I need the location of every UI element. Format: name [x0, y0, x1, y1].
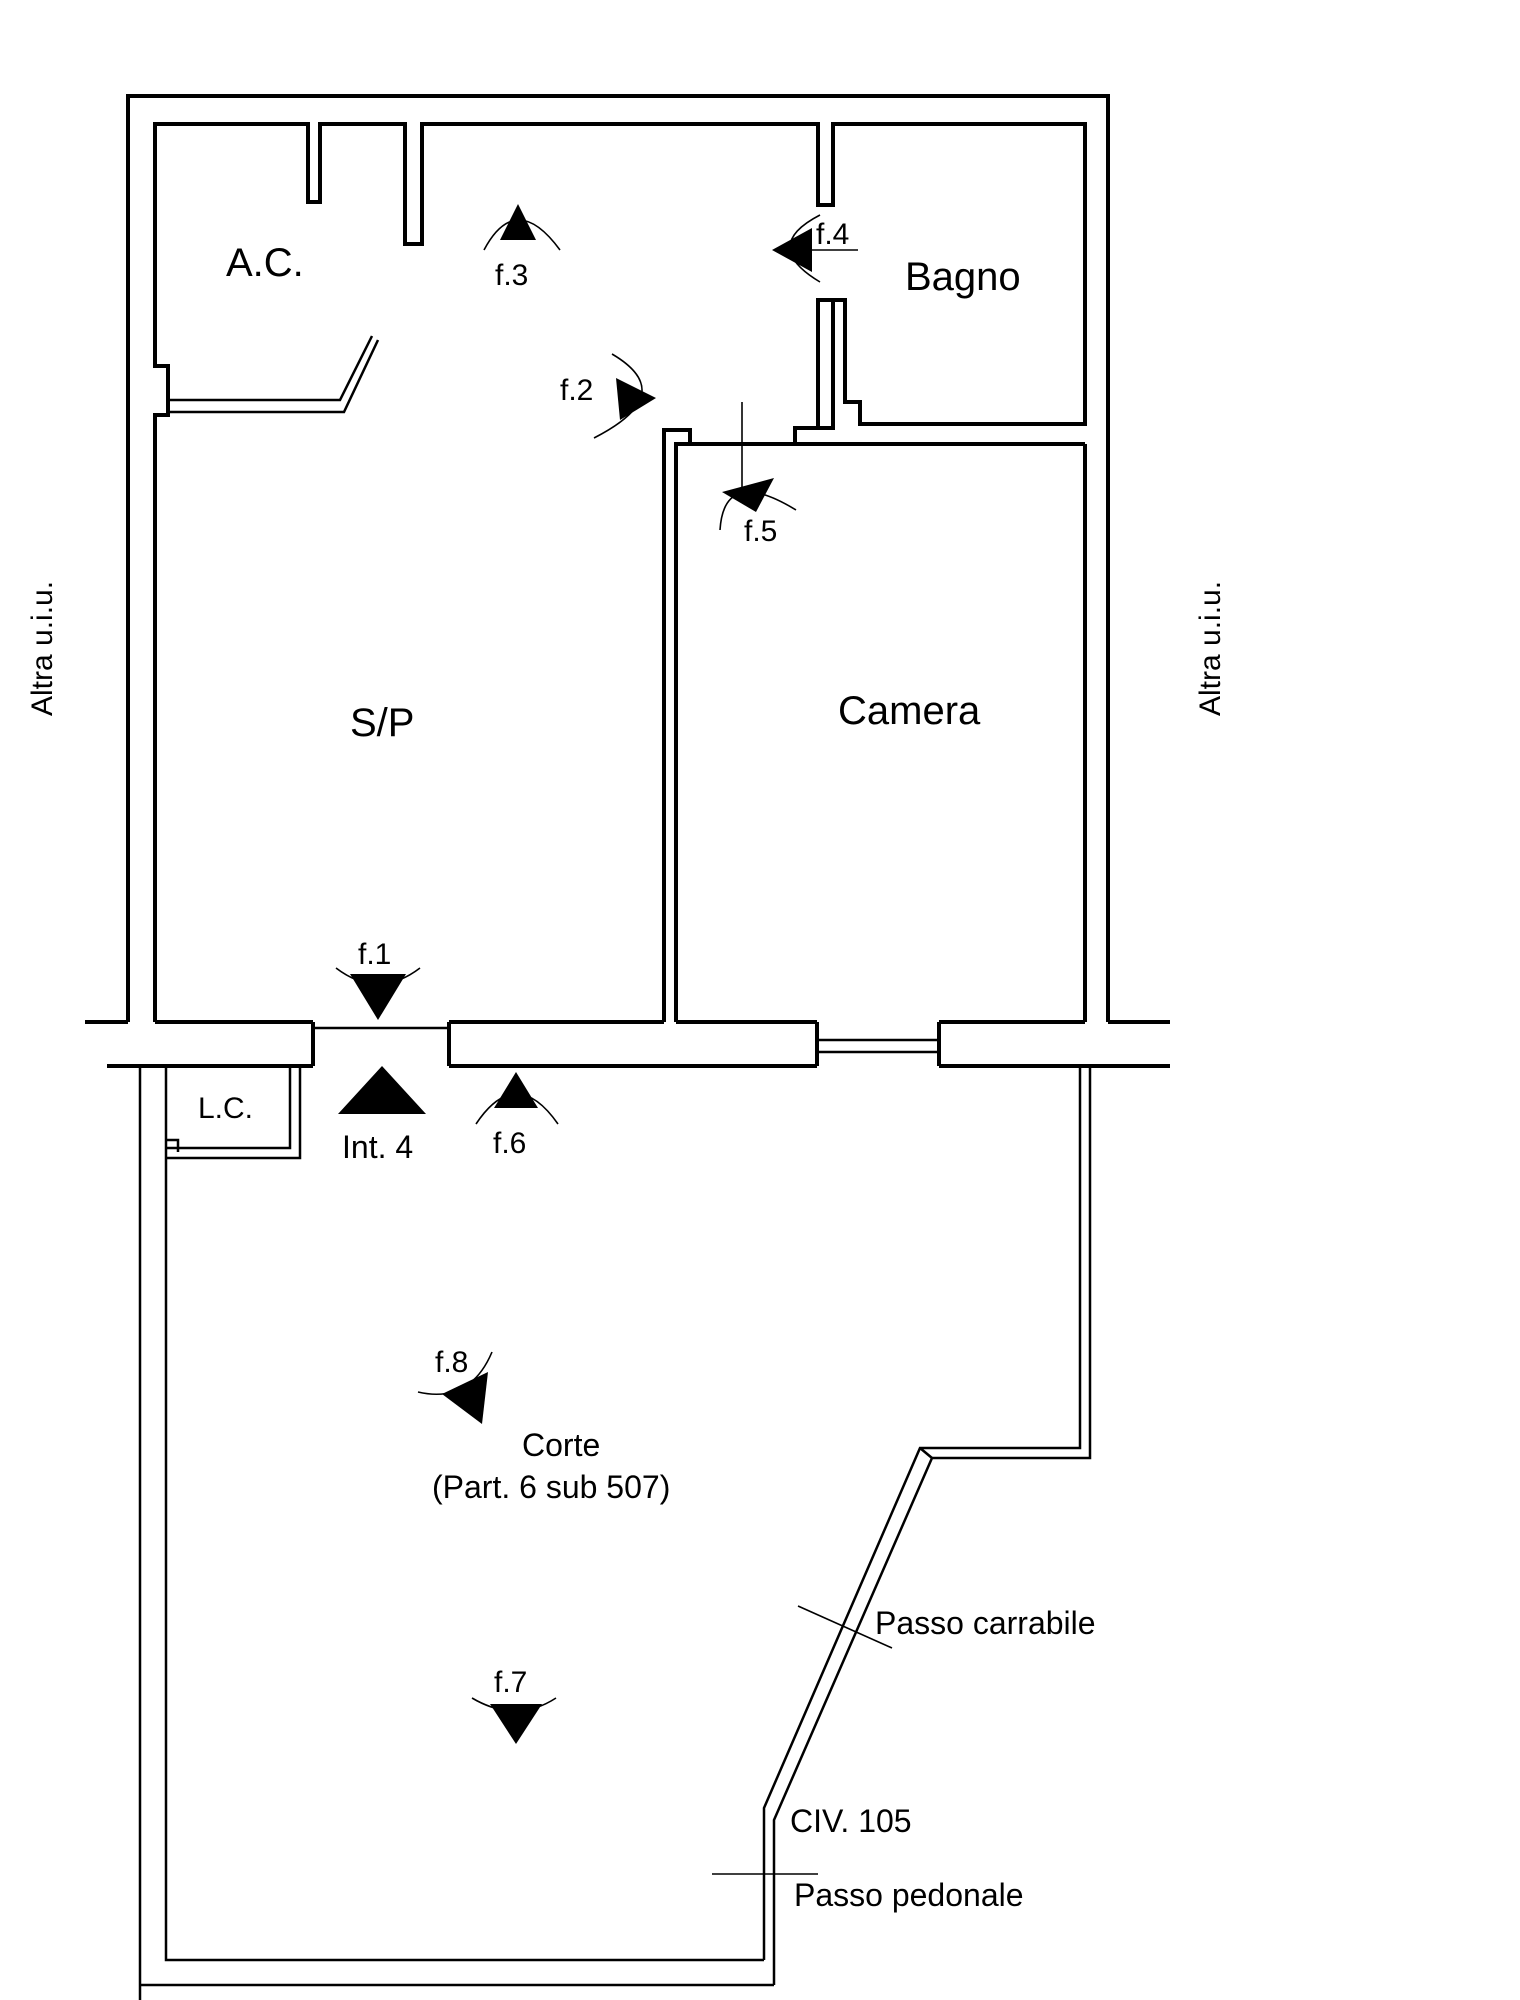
side-label-right: Altra u.i.u.	[1194, 581, 1227, 716]
courtyard-boundary	[138, 1066, 1092, 2000]
photo-label-f3: f.3	[495, 259, 528, 292]
photo-label-f5: f.5	[744, 515, 777, 548]
photo-label-f2: f.2	[560, 374, 593, 407]
room-label-camera: Camera	[838, 689, 981, 733]
side-label-left: Altra u.i.u.	[26, 581, 59, 716]
photo-marker-f2: f.2	[560, 353, 656, 439]
photo-marker-f7: f.7	[471, 1666, 557, 1744]
civic-number-label: CIV. 105	[790, 1803, 912, 1839]
photo-marker-f5: f.5	[719, 402, 797, 548]
photo-marker-f8: f.8	[417, 1346, 493, 1424]
photo-label-f1: f.1	[358, 938, 391, 971]
photo-markers: f.3 f.4 f.2 f.5 f.1	[335, 204, 858, 1744]
courtyard-parcel: (Part. 6 sub 507)	[432, 1469, 670, 1505]
photo-label-f7: f.7	[494, 1666, 527, 1699]
room-labels: A.C. Bagno S/P Camera L.C. Int. 4 Corte …	[26, 241, 1227, 1913]
photo-marker-f4: f.4	[772, 214, 858, 283]
pedestrian-entrance-label: Passo pedonale	[794, 1877, 1024, 1913]
photo-label-f4: f.4	[816, 218, 849, 251]
room-label-bagno: Bagno	[905, 255, 1021, 299]
photo-label-f8: f.8	[435, 1346, 468, 1379]
carriage-entrance-label: Passo carrabile	[875, 1605, 1096, 1641]
room-label-sp: S/P	[350, 701, 414, 745]
building-walls	[85, 94, 1170, 1068]
room-label-lc: L.C.	[198, 1092, 253, 1125]
photo-marker-f6: f.6	[475, 1072, 559, 1160]
entrance-label: Int. 4	[342, 1129, 413, 1165]
entrance-arrow	[338, 1066, 426, 1114]
room-label-ac: A.C.	[226, 241, 304, 285]
photo-marker-f3: f.3	[483, 204, 561, 292]
photo-marker-f1: f.1	[335, 938, 421, 1020]
courtyard-name: Corte	[522, 1427, 600, 1463]
photo-label-f6: f.6	[493, 1127, 526, 1160]
